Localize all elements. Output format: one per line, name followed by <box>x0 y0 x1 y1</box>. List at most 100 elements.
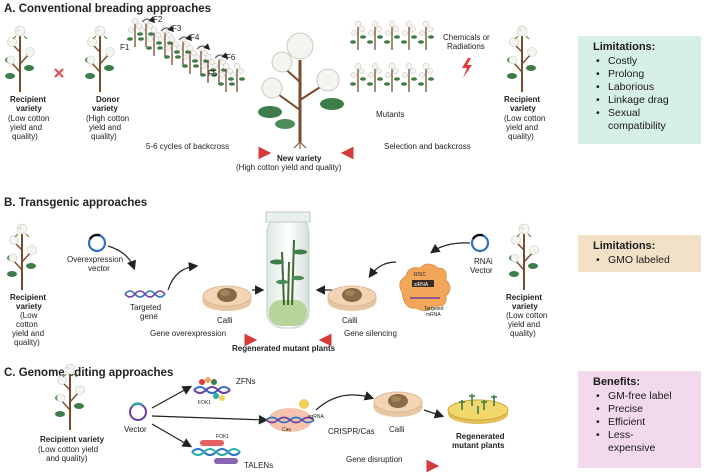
recipient-desc-b-2: cotton <box>16 320 38 329</box>
recipient-desc-b-3: yield and <box>12 329 44 338</box>
donor-label: Donor <box>96 95 120 104</box>
recipient-desc-a-2: yield and <box>10 123 42 132</box>
recipient2-label-a2: variety <box>510 104 536 113</box>
box-a-item-3: Laborious <box>608 81 654 93</box>
box-c-item-5: expensive <box>608 442 655 454</box>
box-c-item-1: GM-free label <box>608 390 672 402</box>
talens-label: TALENs <box>244 461 273 470</box>
calli-right-label: Calli <box>342 316 358 325</box>
gene-silencing-label: Gene silencing <box>344 329 397 338</box>
calli-dish-right <box>327 285 377 312</box>
box-c-item-3: Efficient <box>608 416 645 428</box>
section-c-title: C. Genome editing approaches <box>4 367 173 379</box>
vector-to-crispr-arrow <box>151 414 269 425</box>
regenerated-label-c-2: mutant plants <box>452 441 505 450</box>
targeted-gene-label-2: gene <box>140 312 158 321</box>
recipient-label-a: Recipient <box>10 95 46 104</box>
recipient2-label-b2: variety <box>512 302 538 311</box>
donor-desc-3: quality) <box>91 132 117 141</box>
fok1-top-label: FOK1 <box>198 400 211 406</box>
donor-plant <box>84 25 116 93</box>
box-a-item-4: Linkage drag <box>608 94 669 106</box>
vector-to-gene-arrow <box>107 245 136 271</box>
recipient2-desc-b-2: yield and <box>508 320 540 329</box>
selection-label: Selection and backcross <box>384 142 471 151</box>
recipient2-desc-a-1: (Low cotton <box>504 114 545 123</box>
chem-label-2: Radiations <box>447 42 485 51</box>
box-a-item-2: Prolong <box>608 68 644 80</box>
box-a-bullet-3: • <box>596 81 600 93</box>
crispr-to-calli-arrow <box>315 391 375 411</box>
vector-icon-c <box>129 402 147 421</box>
gene-to-calli-arrow <box>167 261 199 291</box>
recipient-plant-b-right <box>508 223 540 291</box>
section-a-title: A. Conventional breading approaches <box>4 3 211 15</box>
calli-dish-left <box>202 285 252 312</box>
recipient-plant-b <box>6 223 38 291</box>
recipient-desc-c-2: and quality) <box>46 454 88 463</box>
benefits-box-c: Benefits: • GM-free label • Precise • Ef… <box>578 371 701 468</box>
backcross-label: 5-6 cycles of backcross <box>146 142 229 151</box>
mutant-plants <box>349 20 435 93</box>
zfn-icon <box>193 377 231 401</box>
gen-label-f5: F5 <box>208 69 218 78</box>
fok1-bottom-label: FOK1 <box>216 434 229 440</box>
generation-plants <box>126 16 246 93</box>
new-variety-plant <box>258 32 344 149</box>
recipient-label-a2: variety <box>16 104 42 113</box>
zfns-label: ZFNs <box>236 377 256 386</box>
cas-label: Cas <box>282 427 291 433</box>
section-b-title: B. Transgenic approaches <box>4 197 147 209</box>
vector-label-c: Vector <box>124 425 147 434</box>
vector-to-zfn-arrow <box>151 385 193 409</box>
recipient-label-b2: variety <box>16 302 42 311</box>
donor-desc-2: yield and <box>89 123 121 132</box>
talen-icon <box>191 440 241 464</box>
box-a-title: Limitations: <box>593 41 655 53</box>
vector-to-talen-arrow <box>151 423 193 448</box>
calli-dish-c <box>373 391 423 418</box>
recipient-label-b: Recipient <box>10 293 46 302</box>
recipient2-desc-a-2: yield and <box>506 123 538 132</box>
donor-label2: variety <box>92 104 118 113</box>
sgrna-label: sgRNA <box>308 414 325 420</box>
box-b-title: Limitations: <box>593 240 655 252</box>
box-c-item-4: Less- <box>608 429 634 441</box>
gen-label-f2: F2 <box>153 15 163 24</box>
recipient2-label-b: Recipient <box>506 293 542 302</box>
gen-label-f1: F1 <box>120 43 130 52</box>
chem-label-1: Chemicals or <box>443 33 490 42</box>
box-c-item-2: Precise <box>608 403 643 415</box>
box-c-bullet-1: • <box>596 390 600 402</box>
targeted-mrna-label-2: mRNA <box>426 312 441 318</box>
overexpression-vector-label-2: vector <box>88 264 110 273</box>
new-variety-desc: (High cotton yield and quality) <box>236 163 342 172</box>
box-b-item-1: GMO labeled <box>608 254 670 266</box>
regenerated-label-b: Regenerated mutant plants <box>232 344 336 353</box>
risc-to-calli-arrow <box>368 261 397 278</box>
box-c-bullet-4: • <box>596 429 600 441</box>
box-a-bullet-5: • <box>596 107 600 119</box>
recipient-desc-b-1: (Low <box>20 311 38 320</box>
gene-disruption-label: Gene disruption <box>346 455 402 464</box>
box-a-bullet-1: • <box>596 55 600 67</box>
dna-icon <box>124 290 166 298</box>
crispr-label: CRISPR/Cas <box>328 427 375 436</box>
recipient-desc-c-1: (Low cotton yield <box>38 445 98 454</box>
recipient2-desc-b-3: quality) <box>510 329 536 338</box>
box-c-bullet-3: • <box>596 416 600 428</box>
recipient2-desc-b-1: (Low cotton <box>506 311 547 320</box>
risc-label: RISC <box>414 272 426 278</box>
recipient2-desc-a-3: quality) <box>508 132 534 141</box>
regenerated-plate <box>447 394 509 424</box>
rnai-vector-icon <box>470 233 490 253</box>
box-a-item-5: Sexual <box>608 107 640 119</box>
recipient-desc-a-3: quality) <box>12 132 38 141</box>
gen-label-f6: F6 <box>226 53 236 62</box>
overexpression-vector-label-1: Overexpression <box>67 255 123 264</box>
regenerated-plant-tube <box>265 211 311 329</box>
risc-complex: RISC siRNA Targeted mRNA <box>399 263 451 318</box>
box-b-bullet-1: • <box>596 254 600 266</box>
limitations-box-b: Limitations: • GMO labeled <box>578 235 701 272</box>
gen-label-f3: F3 <box>172 24 182 33</box>
